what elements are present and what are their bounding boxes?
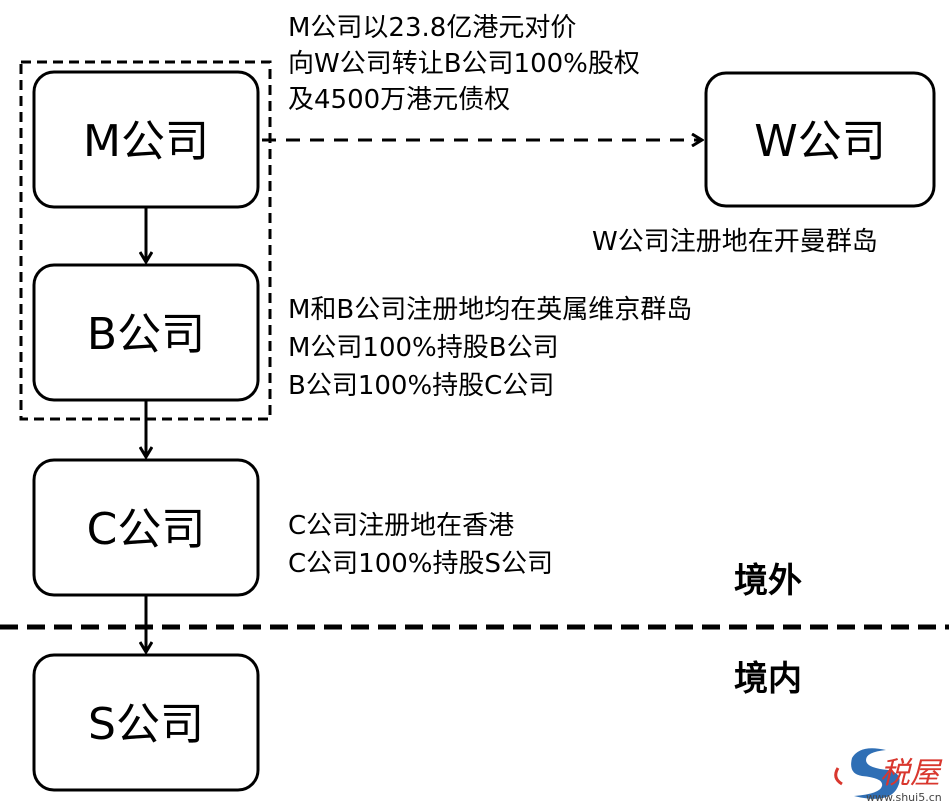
node-m-company[interactable]: M公司 bbox=[32, 70, 260, 209]
node-w-company[interactable]: W公司 bbox=[704, 71, 936, 208]
region-overseas-label: 境外 bbox=[734, 561, 802, 601]
node-b-company[interactable]: B公司 bbox=[32, 263, 260, 402]
node-s-company[interactable]: S公司 bbox=[32, 653, 260, 792]
watermark-text: 税屋 bbox=[880, 756, 943, 791]
watermark-site: www.shui5.cn bbox=[866, 791, 942, 804]
node-b-label: B公司 bbox=[87, 309, 205, 360]
note-transfer: M公司以23.8亿港元对价 向W公司转让B公司100%股权 及4500万港元债权 bbox=[288, 13, 640, 115]
note-w-registration: W公司注册地在开曼群岛 bbox=[592, 227, 878, 257]
watermark-s-icon bbox=[851, 748, 900, 799]
svg-text:M公司100%持股B公司: M公司100%持股B公司 bbox=[288, 333, 559, 363]
svg-text:向W公司转让B公司100%股权: 向W公司转让B公司100%股权 bbox=[288, 49, 640, 79]
region-domestic-label: 境内 bbox=[734, 659, 802, 699]
node-m-label: M公司 bbox=[83, 116, 209, 167]
svg-text:及4500万港元债权: 及4500万港元债权 bbox=[288, 85, 510, 115]
node-c-label: C公司 bbox=[87, 504, 206, 555]
mb-group-outline bbox=[19, 60, 272, 421]
watermark-swoosh-icon bbox=[834, 767, 843, 786]
node-w-label: W公司 bbox=[754, 116, 886, 167]
svg-text:C公司100%持股S公司: C公司100%持股S公司 bbox=[288, 549, 553, 579]
svg-text:M公司以23.8亿港元对价: M公司以23.8亿港元对价 bbox=[288, 13, 576, 43]
svg-text:C公司注册地在香港: C公司注册地在香港 bbox=[288, 511, 514, 541]
note-c-registration: C公司注册地在香港 C公司100%持股S公司 bbox=[288, 511, 553, 579]
svg-text:M和B公司注册地均在英属维京群岛: M和B公司注册地均在英属维京群岛 bbox=[288, 295, 692, 325]
node-c-company[interactable]: C公司 bbox=[32, 458, 260, 597]
watermark-logo: 税屋 www.shui5.cn bbox=[834, 748, 943, 804]
note-mb-registration: M和B公司注册地均在英属维京群岛 M公司100%持股B公司 B公司100%持股C… bbox=[288, 295, 692, 401]
svg-text:B公司100%持股C公司: B公司100%持股C公司 bbox=[288, 371, 554, 401]
node-s-label: S公司 bbox=[88, 699, 204, 750]
